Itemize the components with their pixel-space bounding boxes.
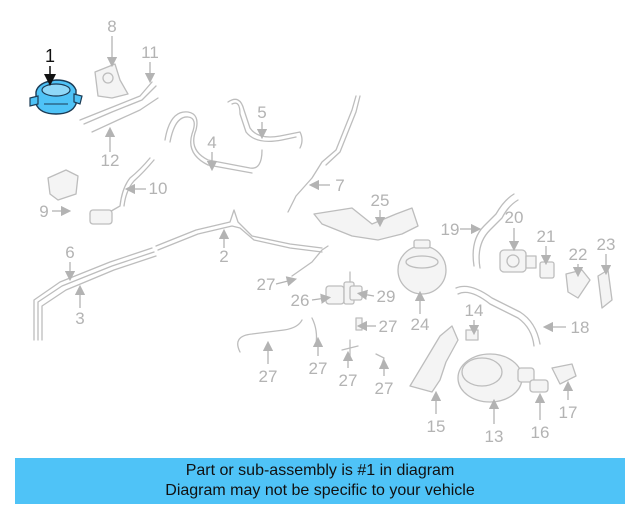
part-14 <box>465 329 479 341</box>
part-11 <box>79 81 153 121</box>
part-29 <box>349 285 363 301</box>
callout-label-3: 3 <box>75 309 84 328</box>
callout-label-24: 24 <box>411 315 430 334</box>
part-7 <box>287 95 357 213</box>
callout-label-27-b: 27 <box>379 317 398 336</box>
callout-label-1: 1 <box>45 46 55 66</box>
callout-label-9: 9 <box>39 202 48 221</box>
part-1-highlighted[interactable] <box>29 79 83 115</box>
part-2 <box>155 209 323 249</box>
part-12 <box>91 97 159 133</box>
callout-label-13: 13 <box>485 427 504 446</box>
info-banner: Part or sub-assembly is #1 in diagram Di… <box>15 458 625 504</box>
callout-label-2: 2 <box>219 247 228 266</box>
part-27-e <box>375 353 385 365</box>
part-27-b <box>355 317 363 331</box>
callout-label-28: 27 <box>339 371 358 390</box>
callout-label-23: 23 <box>597 235 616 254</box>
part-4 <box>164 111 263 169</box>
part-27-c <box>237 319 303 353</box>
part-17 <box>551 363 577 385</box>
callout-label-15: 15 <box>427 417 446 436</box>
part-27-a <box>291 245 329 277</box>
part-6 <box>33 247 153 341</box>
callout-label-29: 29 <box>377 287 396 306</box>
callout-label-14: 14 <box>465 301 484 320</box>
part-9 <box>47 169 79 201</box>
part-27-d <box>311 317 318 345</box>
callout-label-6: 6 <box>65 243 74 262</box>
part-8 <box>94 63 129 99</box>
part-25 <box>313 207 419 241</box>
callout-label-4: 4 <box>207 133 216 152</box>
callout-label-5: 5 <box>257 103 266 122</box>
callout-label-27-a: 27 <box>257 275 276 294</box>
part-10 <box>89 157 151 215</box>
part-15 <box>409 325 459 393</box>
callout-label-26: 26 <box>291 291 310 310</box>
callout-label-19: 19 <box>441 220 460 239</box>
part-13 <box>457 353 535 403</box>
callout-label-12: 12 <box>101 151 120 170</box>
callout-label-27-d: 27 <box>309 359 328 378</box>
part-24 <box>397 239 447 295</box>
callout-label-27-c: 27 <box>259 367 278 386</box>
banner-line-2: Diagram may not be specific to your vehi… <box>165 482 475 499</box>
part-28 <box>341 339 359 357</box>
part-18 <box>455 285 541 345</box>
callout-label-11: 11 <box>141 43 159 62</box>
callout-label-22: 22 <box>569 245 588 264</box>
part-22 <box>565 269 591 299</box>
part-21 <box>539 261 555 279</box>
callout-label-20: 20 <box>505 208 524 227</box>
callout-label-16: 16 <box>531 423 550 442</box>
callout-label-17: 17 <box>559 403 578 422</box>
part-16 <box>529 379 549 393</box>
banner-line-1: Part or sub-assembly is #1 in diagram <box>185 462 455 479</box>
callout-label-10: 10 <box>149 179 168 198</box>
part-20 <box>499 249 537 273</box>
callout-label-18: 18 <box>571 318 590 337</box>
part-19 <box>472 193 515 267</box>
callout-label-8: 8 <box>107 17 116 36</box>
parts-diagram: 1 8 11 12 4 5 7 9 10 2 6 3 25 <box>29 17 616 446</box>
callout-label-7: 7 <box>335 176 344 195</box>
part-23 <box>597 269 613 309</box>
callout-label-27-e: 27 <box>375 379 394 398</box>
callout-label-25: 25 <box>371 191 390 210</box>
callout-label-21: 21 <box>537 227 556 246</box>
